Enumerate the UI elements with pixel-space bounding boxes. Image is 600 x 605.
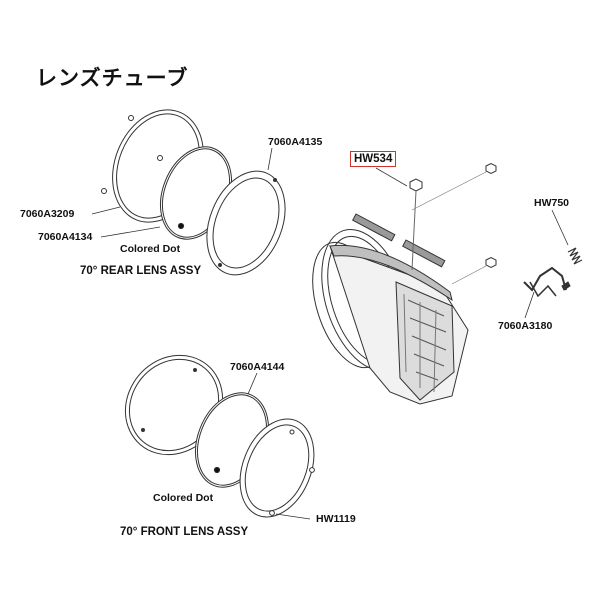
label-hw1119: HW1119 (316, 513, 356, 525)
label-hw750: HW750 (534, 197, 570, 209)
screw-icon (101, 188, 107, 194)
page-title: レンズチューブ (36, 66, 189, 90)
colored-dot-icon (177, 222, 185, 230)
front-retaining-ring (239, 418, 315, 518)
label-rear-lens: 7060A4134 (38, 231, 93, 243)
label-rear-plate: 7060A3209 (20, 208, 75, 220)
screw-icon (269, 510, 275, 516)
screw-icon (309, 467, 315, 473)
label-rear-ring: 7060A4135 (268, 136, 323, 148)
label-spring-clip: 7060A3180 (498, 320, 553, 332)
label-front-lens: 7060A4144 (230, 361, 285, 373)
leader-lines (91, 147, 569, 520)
rear-retaining-ring (206, 170, 286, 276)
label-rear-lens-assy: 70° REAR LENS ASSY (80, 265, 202, 277)
label-rear-colored-dot: Colored Dot (120, 243, 181, 255)
spring-clip (523, 266, 571, 298)
lens-tube (312, 162, 497, 405)
front-back-plate (124, 354, 224, 456)
colored-dot-icon (213, 466, 221, 474)
label-hw534-highlighted: HW534 (350, 151, 397, 167)
screw-icon (128, 115, 134, 121)
label-front-colored-dot: Colored Dot (153, 492, 214, 504)
label-front-lens-assy: 70° FRONT LENS ASSY (120, 526, 249, 538)
screw-icon (157, 155, 163, 161)
spring-icon (567, 247, 583, 265)
